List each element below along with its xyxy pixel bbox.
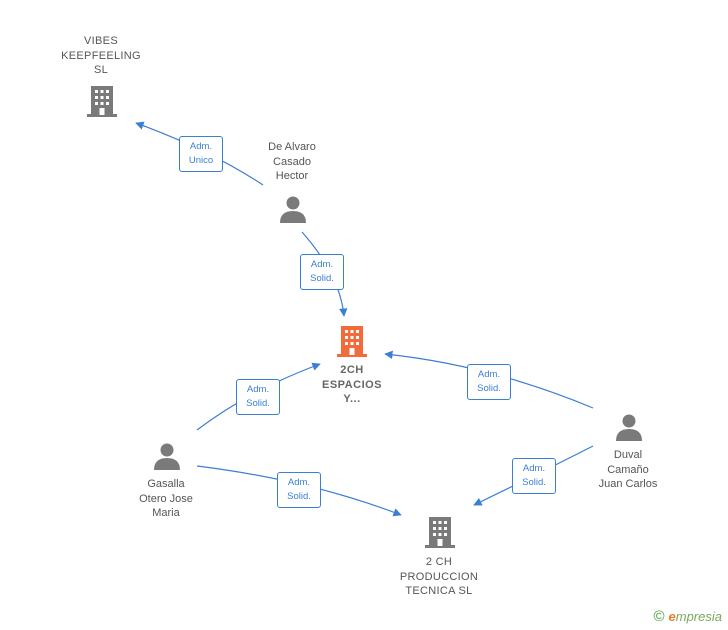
edge-label-adm-solid: Adm. Solid.: [467, 364, 511, 400]
building-icon[interactable]: [85, 84, 119, 118]
node-label-main[interactable]: 2CH ESPACIOS Y...: [321, 364, 383, 405]
person-icon[interactable]: [152, 441, 182, 471]
edge-label-adm-solid: Adm. Solid.: [512, 458, 556, 494]
node-label-de-alvaro[interactable]: De Alvaro Casado Hector: [268, 141, 316, 182]
node-label-duval[interactable]: Duval Camaño Juan Carlos: [598, 449, 658, 490]
node-label-vibes[interactable]: VIBES KEEPFEELING SL: [61, 35, 141, 76]
edge-label-adm-solid: Adm. Solid.: [277, 472, 321, 508]
brand-logo[interactable]: © empresia: [653, 608, 722, 625]
edge-label-adm-solid: Adm. Solid.: [236, 379, 280, 415]
person-icon[interactable]: [614, 412, 644, 442]
person-icon[interactable]: [278, 194, 308, 224]
brand-wordmark: empresia: [669, 609, 722, 624]
node-label-produccion[interactable]: 2 CH PRODUCCION TECNICA SL: [399, 556, 479, 597]
brand-name: mpresia: [675, 609, 722, 624]
node-label-gasalla[interactable]: Gasalla Otero Jose Maria: [139, 478, 193, 519]
building-icon-main[interactable]: [335, 323, 369, 359]
edge-label-adm-unico: Adm. Unico: [179, 136, 223, 172]
edge-label-adm-solid: Adm. Solid.: [300, 254, 344, 290]
brand-initial: e: [668, 609, 676, 624]
copyright-symbol: ©: [653, 608, 665, 625]
building-icon[interactable]: [423, 514, 457, 550]
